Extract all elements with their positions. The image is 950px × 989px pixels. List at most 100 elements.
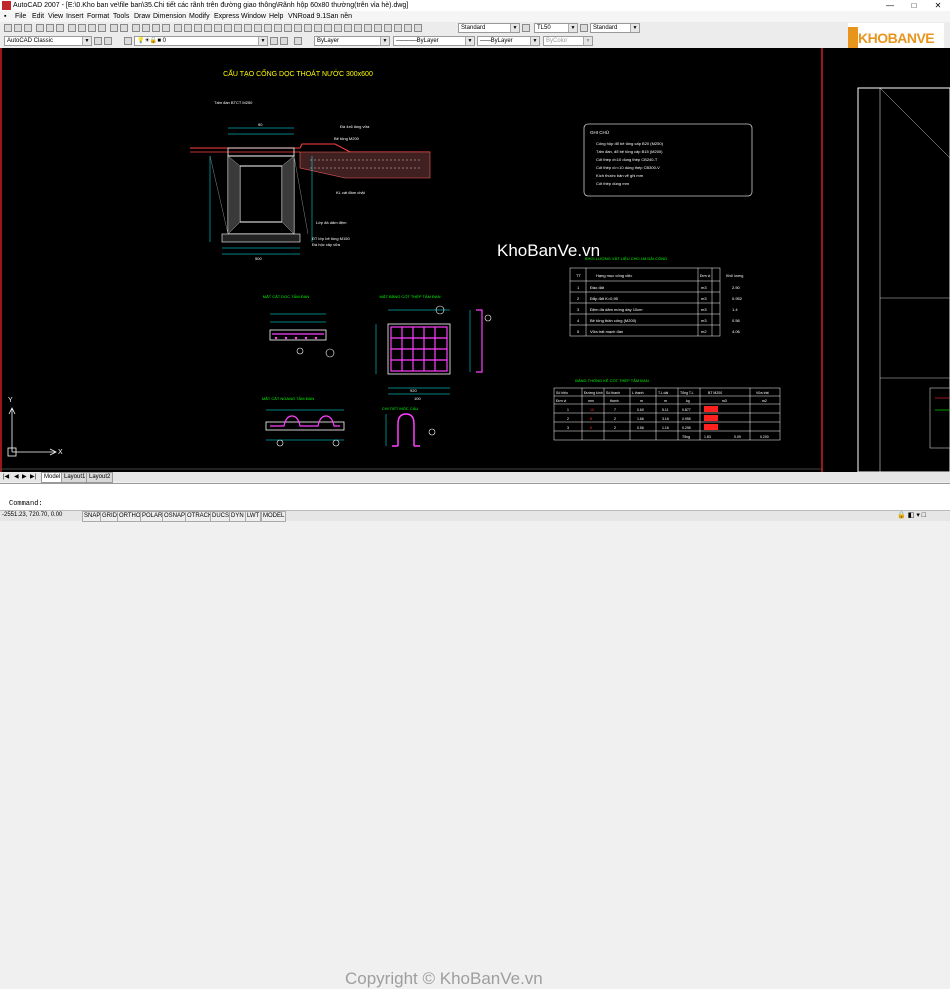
dim-text-edit-icon[interactable] [394,24,402,32]
copy-icon[interactable] [78,24,86,32]
dim-linear-icon[interactable] [244,24,252,32]
menu-help[interactable]: Help [269,13,284,20]
menu-edit[interactable]: Edit [32,13,45,20]
sheetset-icon[interactable] [204,24,212,32]
center-mark-icon[interactable] [374,24,382,32]
doc-icon[interactable]: ▪ [4,13,7,20]
ducs-toggle[interactable]: DUCS [210,511,232,522]
dim-radius-icon[interactable] [284,24,292,32]
layer-manager-icon[interactable] [124,37,132,45]
menu-window[interactable]: Window [241,13,266,20]
plot-icon[interactable] [36,24,44,32]
cut-icon[interactable] [68,24,76,32]
polar-toggle[interactable]: POLAR [140,511,165,522]
maximize-button[interactable]: □ [911,1,917,10]
properties-icon[interactable] [174,24,182,32]
tab-layout1[interactable]: Layout1 [61,472,89,483]
dim-quick-icon[interactable] [314,24,322,32]
dim-break-icon[interactable] [354,24,362,32]
tab-layout2[interactable]: Layout2 [86,472,114,483]
osnap-toggle[interactable]: OSNAP [162,511,188,522]
table-style-icon[interactable] [580,24,588,32]
lineweight-select[interactable]: —— ByLayer▼ [477,36,540,46]
text-style-select[interactable]: Standard▼ [458,23,520,33]
markup-icon[interactable] [214,24,222,32]
help-icon[interactable] [234,24,242,32]
pan-icon[interactable] [132,24,140,32]
dim-style-select[interactable]: TL50▼ [534,23,578,33]
dim-ordinate-icon[interactable] [274,24,282,32]
menu-file[interactable]: File [15,13,27,20]
zoom-realtime-icon[interactable] [142,24,150,32]
tab-model[interactable]: Model [41,472,64,483]
menu-dimension[interactable]: Dimension [153,13,187,20]
menu-view[interactable]: View [48,13,64,20]
layer-previous-icon[interactable] [280,37,288,45]
dim-style-icon[interactable] [522,24,530,32]
menu-modify[interactable]: Modify [189,13,210,20]
dim-edit-icon[interactable] [384,24,392,32]
zoom-window-icon[interactable] [152,24,160,32]
dim-space-icon[interactable] [344,24,352,32]
steel-r3-1: 6 [590,426,592,430]
dim-baseline-icon[interactable] [324,24,332,32]
workspace-select[interactable]: AutoCAD Classic▼ [4,36,92,46]
publish-icon[interactable] [56,24,64,32]
ortho-toggle[interactable]: ORTHO [117,511,143,522]
save-icon[interactable] [24,24,32,32]
label-be-tong: Bê tông M200 [334,136,360,141]
next-tab-button[interactable]: ▶ [22,474,27,480]
menu-tools[interactable]: Tools [113,13,130,20]
zoom-previous-icon[interactable] [162,24,170,32]
color-select[interactable]: ByLayer▼ [314,36,390,46]
menu-format[interactable]: Format [87,13,110,20]
dim-diameter-icon[interactable] [294,24,302,32]
slab-longitudinal [269,313,335,358]
tray-lock-icon[interactable]: 🔒 ◧ ▾ □ [897,512,926,519]
make-layer-current-icon[interactable] [270,37,278,45]
steel-h-4: T.L dài [658,391,668,395]
text-style-icon[interactable] [414,24,422,32]
lwt-toggle[interactable]: LWT [245,511,262,522]
dim-continue-icon[interactable] [334,24,342,32]
menu-express[interactable]: Express [214,13,240,20]
layer-select[interactable]: 💡☀🔓■ 0▼ [134,36,268,46]
minimize-button[interactable]: — [886,1,894,10]
linetype-select[interactable]: ———— ByLayer▼ [393,36,475,46]
last-tab-button[interactable]: ▶| [30,474,37,480]
lifting-hook [385,413,436,447]
color-icon[interactable] [294,37,302,45]
undo-icon[interactable] [110,24,118,32]
table-style-select[interactable]: Standard▼ [590,23,640,33]
workspace-settings-icon[interactable] [94,37,102,45]
command-window[interactable]: Command: Copyright © KhoBanVe.vn [0,483,950,988]
dim-aligned-icon[interactable] [254,24,262,32]
app-icon[interactable] [2,1,11,10]
steel-u-0: Đơn vị [556,399,566,403]
menu-vnroad[interactable]: VNRoad 9.1 [288,13,327,20]
tolerance-icon[interactable] [364,24,372,32]
label-da-hoc: Đá hộc xây vữa [312,242,341,247]
prev-tab-button[interactable]: ◀ [14,474,19,480]
dim-arc-icon[interactable] [264,24,272,32]
preview-icon[interactable] [46,24,54,32]
model-toggle[interactable]: MODEL [261,511,287,522]
dim-update-icon[interactable] [404,24,412,32]
open-icon[interactable] [14,24,22,32]
toolpalette-icon[interactable] [194,24,202,32]
calculator-icon[interactable] [224,24,232,32]
redo-icon[interactable] [120,24,128,32]
drawing-canvas[interactable]: CẤU TẠO CỐNG DỌC THOÁT NƯỚC 300x600 Tấm [0,48,950,472]
new-icon[interactable] [4,24,12,32]
menu-draw[interactable]: Draw [134,13,151,20]
workspace-save-icon[interactable] [104,37,112,45]
match-icon[interactable] [98,24,106,32]
close-button[interactable]: ✕ [934,1,942,10]
dim-angular-icon[interactable] [304,24,312,32]
paste-icon[interactable] [88,24,96,32]
designcenter-icon[interactable] [184,24,192,32]
dyn-toggle[interactable]: DYN [229,511,246,522]
menu-san-nen[interactable]: San nền [326,13,353,20]
menu-insert[interactable]: Insert [66,13,84,20]
first-tab-button[interactable]: |◀ [3,474,10,480]
